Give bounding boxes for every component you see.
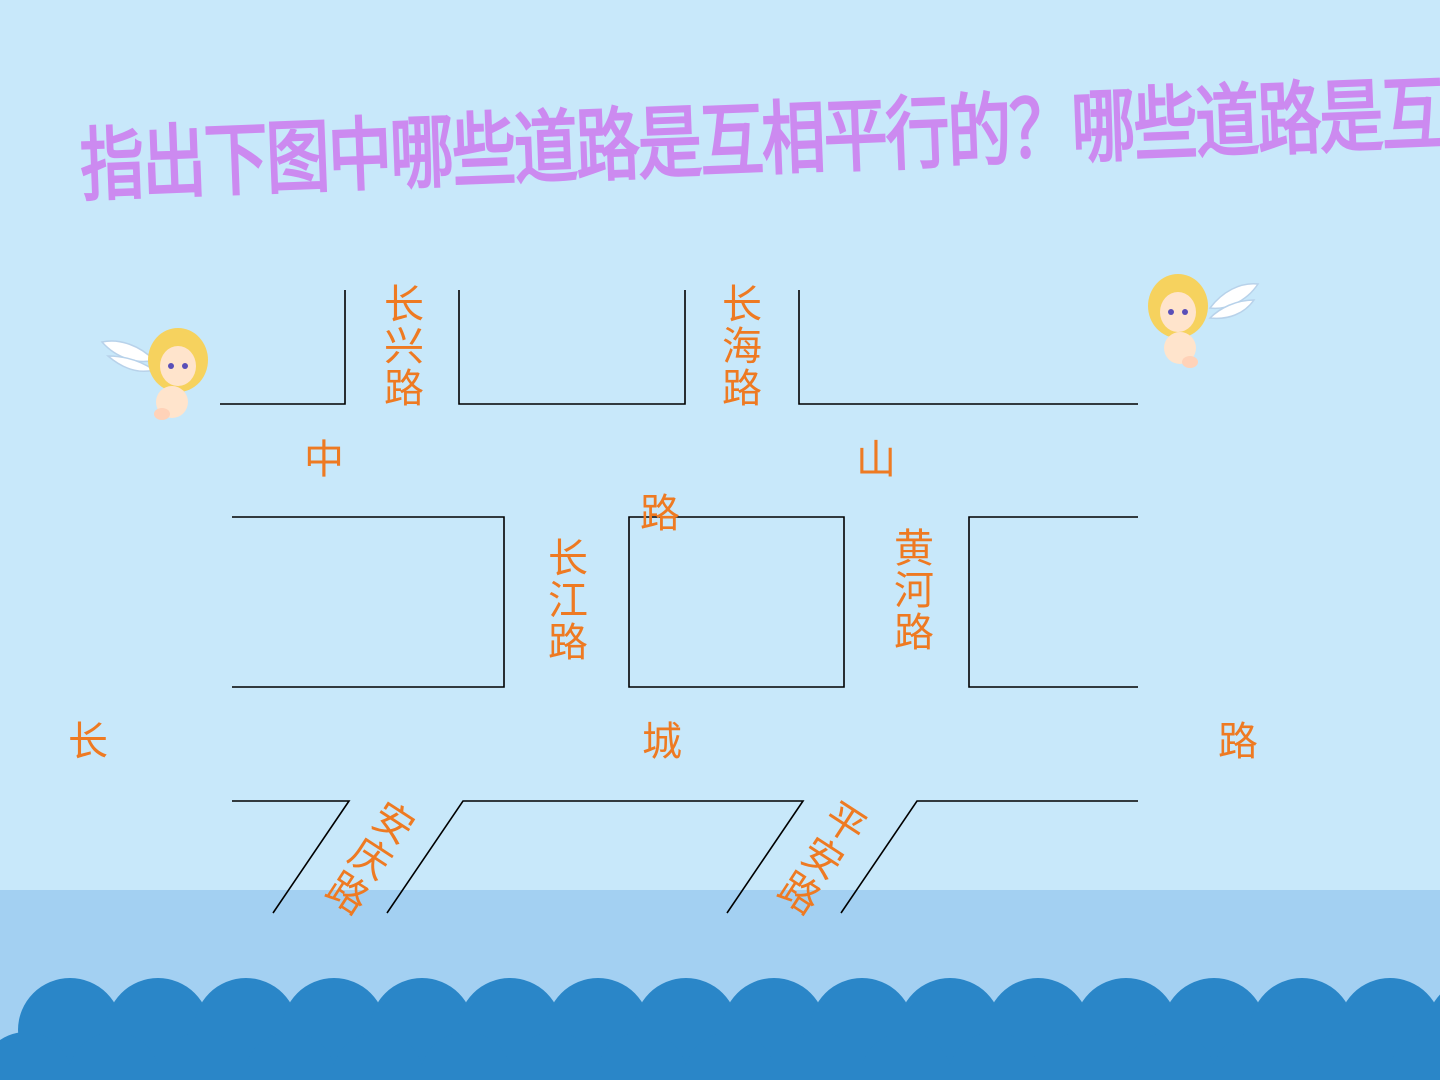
road-label-zhongshan-2: 路: [640, 491, 680, 537]
wave-front: [772, 1032, 864, 1080]
block-top-middle: [458, 290, 686, 405]
wave-front: [948, 1032, 1040, 1080]
road-label-changcheng-3: 路: [1218, 719, 1258, 765]
wave-front: [684, 1032, 776, 1080]
road-label-changxing: 长兴路: [384, 282, 424, 412]
road-label-changcheng-2: 城: [642, 719, 682, 765]
wave-front: [1212, 1032, 1304, 1080]
block-mid-right: [968, 516, 1138, 688]
wave-front: [420, 1032, 512, 1080]
wave-front: [68, 1032, 160, 1080]
block-bottom-middle: [386, 800, 805, 914]
block-mid-left: [232, 516, 505, 688]
angel-left-image: [100, 328, 208, 420]
block-top-left: [220, 290, 346, 405]
road-label-zhongshan-3: 山: [856, 437, 896, 483]
wave-front: [1300, 1032, 1392, 1080]
block-mid-center: [628, 516, 845, 688]
road-label-changjiang: 长江路: [548, 536, 588, 666]
wave-front: [332, 1032, 424, 1080]
wave-front: [0, 1032, 72, 1080]
wave-front: [156, 1032, 248, 1080]
waves: [0, 978, 1440, 1080]
block-top-right: [798, 290, 1138, 405]
road-label-zhongshan-1: 中: [304, 437, 344, 483]
angel-right-image: [1148, 274, 1260, 368]
wave-front: [860, 1032, 952, 1080]
wave-front: [1388, 1032, 1440, 1080]
road-label-huanghe: 黄河路: [894, 526, 934, 656]
road-lines: [220, 290, 1138, 914]
road-label-changhai: 长海路: [722, 282, 762, 412]
wave-front: [244, 1032, 336, 1080]
wave-front: [1124, 1032, 1216, 1080]
wave-front: [508, 1032, 600, 1080]
block-bottom-right: [840, 800, 1138, 914]
block-bottom-left: [232, 800, 351, 914]
wave-front: [1036, 1032, 1128, 1080]
wave-front: [596, 1032, 688, 1080]
road-label-changcheng-1: 长: [68, 719, 108, 765]
